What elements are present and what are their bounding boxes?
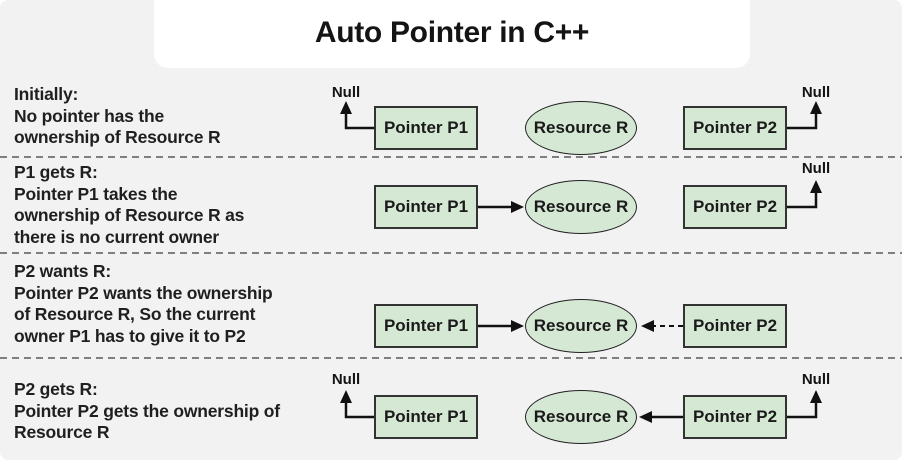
arrow-p2-to-null-row2	[787, 192, 818, 209]
pointer-p2-box-row1: Pointer P2	[683, 106, 787, 150]
null-label: Null	[801, 84, 831, 101]
title-card: Auto Pointer in C++	[154, 0, 750, 68]
resource-r-ellipse-row1: Resource R	[525, 101, 637, 155]
pointer-p1-box-row2: Pointer P1	[374, 185, 478, 229]
arrowhead-left-icon	[641, 320, 654, 332]
arrowhead-up-icon	[810, 101, 822, 114]
pointer-p2-box-row4: Pointer P2	[683, 395, 787, 439]
row4-line: Resource R	[14, 422, 110, 442]
row2-heading: P1 gets R:	[14, 162, 98, 182]
row2-line: ownership of Resource R as	[14, 205, 245, 225]
row2-line: Pointer P1 takes the	[14, 183, 178, 204]
resource-r-ellipse-row4: Resource R	[525, 390, 637, 444]
arrow-p2-to-null-row1	[787, 113, 818, 130]
pointer-p2-box-row2: Pointer P2	[683, 185, 787, 229]
arrowhead-left-icon	[639, 411, 652, 423]
pointer-p2-box-row3: Pointer P2	[683, 304, 787, 348]
row4-description: P2 gets R: Pointer P2 gets the ownership…	[14, 379, 354, 444]
row4-heading: P2 gets R:	[14, 379, 98, 399]
null-label: Null	[801, 371, 831, 388]
row1-heading: Initially:	[14, 84, 79, 104]
row3-line: owner P1 has to give it to P2	[14, 325, 246, 346]
row3-description: P2 wants R: Pointer P2 wants the ownersh…	[14, 261, 354, 347]
resource-r-ellipse-row3: Resource R	[525, 299, 637, 353]
arrow-p2-to-null-row4	[787, 402, 818, 419]
row3-line: of Resource R, So the current	[14, 304, 256, 324]
pointer-p1-box-row1: Pointer P1	[374, 106, 478, 150]
row2-description: P1 gets R: Pointer P1 takes the ownershi…	[14, 162, 354, 248]
arrowhead-up-icon	[810, 390, 822, 403]
pointer-p1-box-row4: Pointer P1	[374, 395, 478, 439]
row3-heading: P2 wants R:	[14, 261, 111, 281]
page-title: Auto Pointer in C++	[314, 16, 590, 49]
arrowhead-right-icon	[511, 320, 524, 332]
null-label: Null	[331, 371, 361, 388]
arrowhead-up-icon	[810, 180, 822, 193]
resource-r-ellipse-row2: Resource R	[525, 180, 637, 234]
row4-line: Pointer P2 gets the ownership of	[14, 400, 280, 421]
arrowhead-right-icon	[511, 201, 524, 213]
row1-description: Initially: No pointer has the ownership …	[14, 84, 354, 149]
pointer-p1-box-row3: Pointer P1	[374, 304, 478, 348]
null-label: Null	[331, 84, 361, 101]
row1-line: No pointer has the	[14, 105, 165, 126]
row2-line: there is no current owner	[14, 226, 220, 247]
row1-line: ownership of Resource R	[14, 127, 221, 147]
row3-line: Pointer P2 wants the ownership	[14, 282, 273, 303]
null-label: Null	[801, 160, 831, 177]
